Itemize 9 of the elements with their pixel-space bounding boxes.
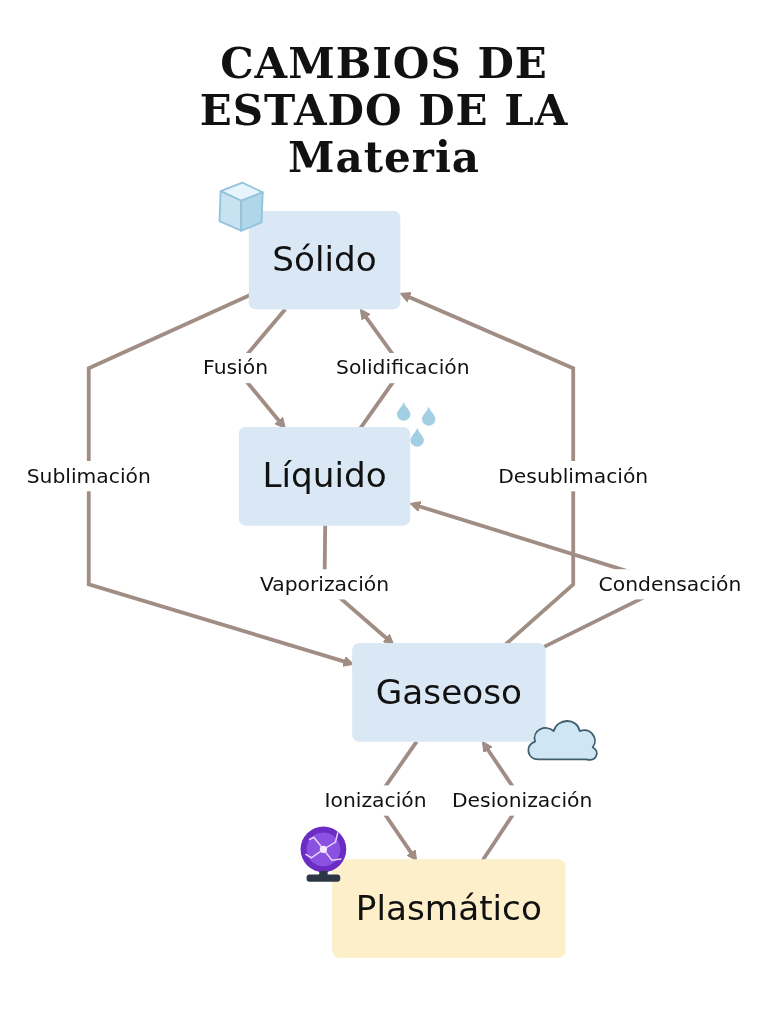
- edge-label: Desublimación: [498, 463, 649, 488]
- edge-label: Vaporización: [259, 571, 390, 596]
- edge-label: Ionización: [324, 787, 427, 812]
- edge-label: Desionización: [451, 787, 593, 812]
- edge-label: Condensación: [598, 571, 742, 596]
- edge-label: Solidificación: [336, 355, 470, 380]
- edge-label: Fusión: [203, 355, 269, 380]
- title: CAMBIOS DE ESTADO DE LA Materia: [198, 40, 570, 182]
- edge-label: Sublimación: [26, 463, 151, 488]
